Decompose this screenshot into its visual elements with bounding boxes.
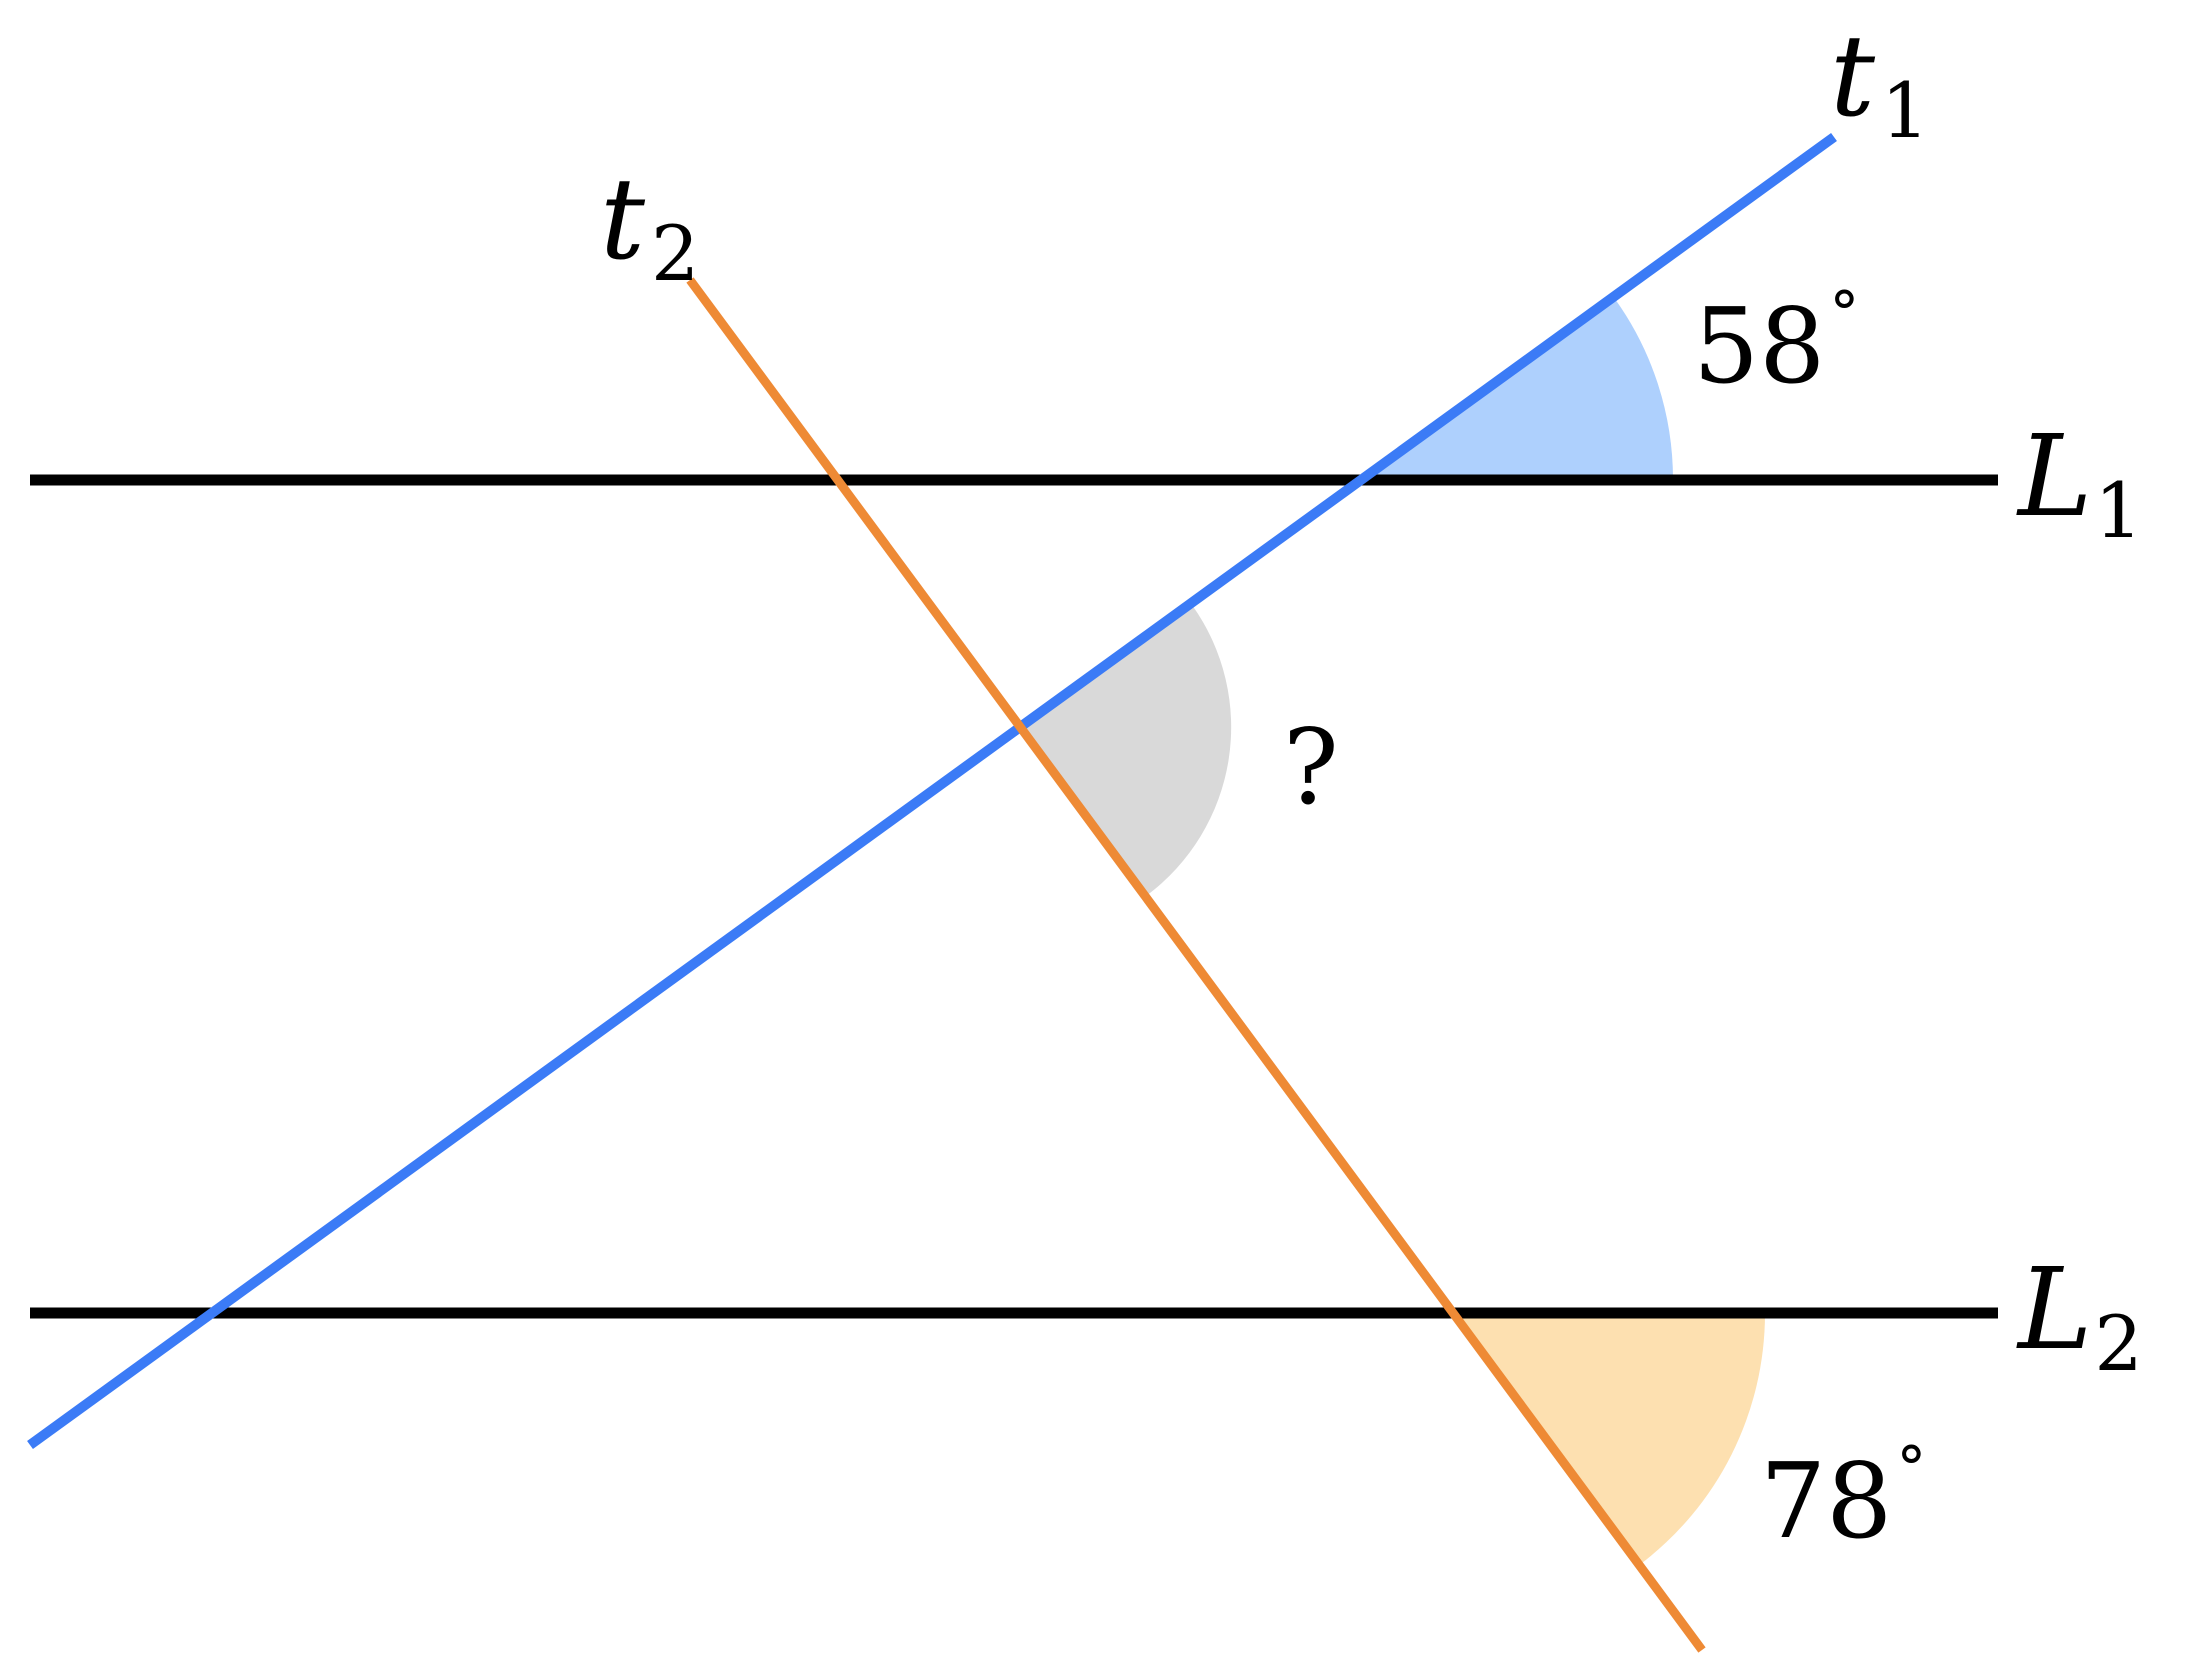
label-L2: L2 — [2016, 1245, 2143, 1388]
angle-sector-top — [1363, 299, 1674, 480]
label-t1: t1 — [1830, 12, 1929, 155]
angle-label-unknown: ? — [1283, 706, 1339, 828]
line-t1 — [27, 132, 1837, 1450]
angle-label-bottom: 78° — [1760, 1434, 1926, 1562]
angle-label-top: 58° — [1693, 279, 1859, 407]
label-t2: t2 — [600, 155, 699, 298]
label-L1: L1 — [2016, 412, 2143, 555]
line-t2 — [686, 277, 1706, 1653]
angle-sector-unknown — [1020, 605, 1232, 896]
angle-sector-bottom — [1450, 1313, 1766, 1566]
